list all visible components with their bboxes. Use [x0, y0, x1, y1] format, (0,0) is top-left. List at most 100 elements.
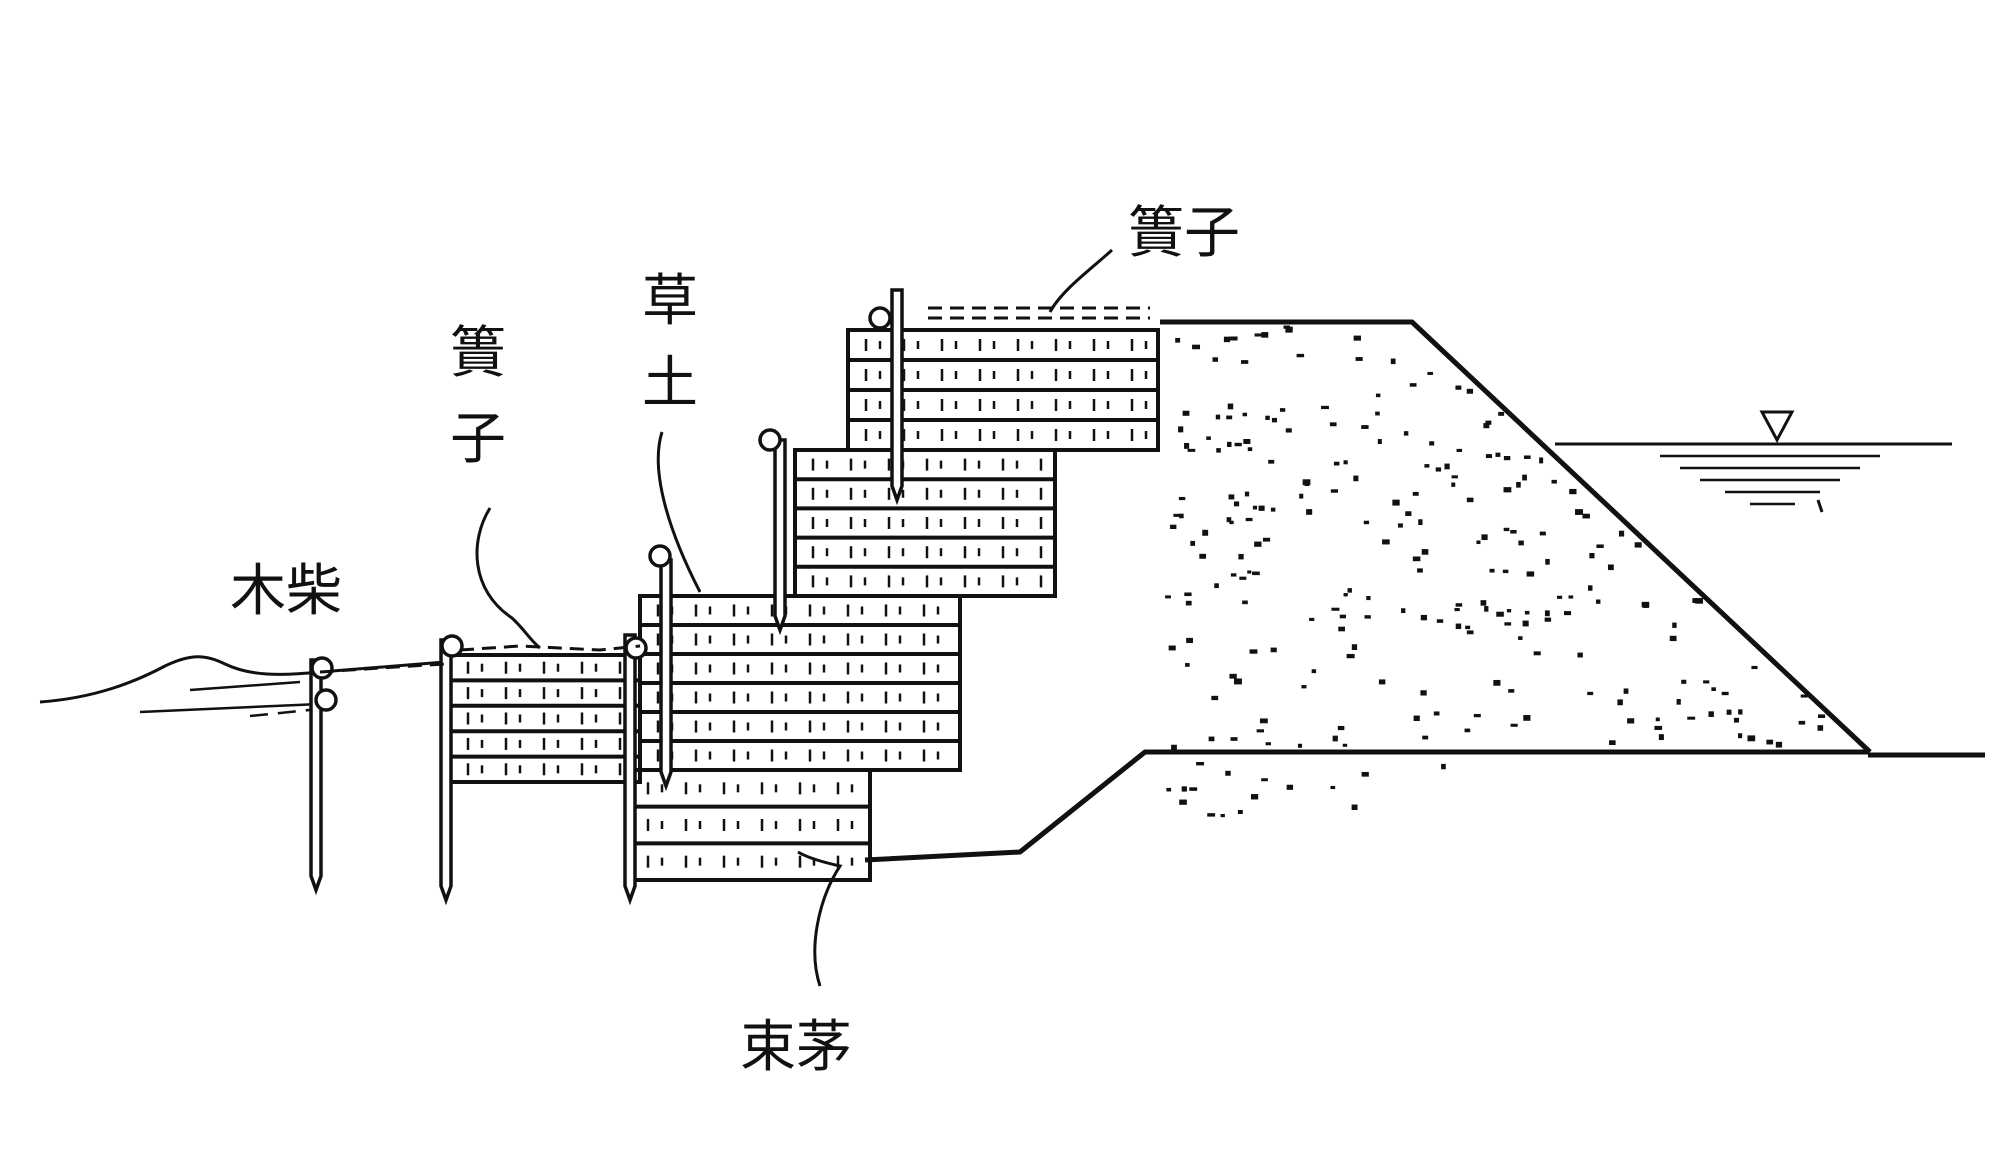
- stipple-dot: [1243, 439, 1251, 444]
- label-cao: 草: [642, 269, 698, 334]
- stipple-dot: [1401, 608, 1406, 614]
- leader-cao-tu: [656, 431, 702, 593]
- stipple-dot: [1577, 652, 1583, 658]
- stipple-dot: [1171, 744, 1177, 750]
- stipple-dot: [1672, 622, 1677, 628]
- stipple-dot: [1623, 688, 1629, 694]
- stipple-dot: [1412, 491, 1419, 496]
- stipple-dot: [1747, 735, 1756, 742]
- stipple-dot: [1464, 728, 1471, 733]
- stipple-dot: [1342, 743, 1348, 747]
- stipple-dot: [1223, 336, 1231, 343]
- stipple-dot: [1516, 481, 1521, 488]
- label-shumao: 束茅: [740, 1015, 852, 1080]
- stipple-dot: [1377, 439, 1382, 445]
- stipple-dot: [1234, 442, 1242, 447]
- stipple-dot: [1495, 452, 1501, 457]
- stipple-dot: [1351, 644, 1358, 650]
- stipple-dot: [1800, 694, 1808, 698]
- stipple-dot: [1607, 564, 1614, 571]
- stipple-dot: [1544, 617, 1552, 622]
- stipple-dot: [1503, 487, 1512, 493]
- stipple-dot: [1412, 556, 1421, 562]
- log-cap: [314, 688, 338, 712]
- stipple-dot: [1309, 617, 1315, 621]
- stipple-dot: [1331, 607, 1340, 611]
- stipple-dot: [1473, 713, 1481, 718]
- stipple-dot: [1330, 785, 1336, 790]
- stipple-dot: [1178, 496, 1186, 501]
- stipple-dot: [1733, 717, 1740, 723]
- stipple-dot: [1268, 459, 1275, 464]
- stipple-dot: [1564, 611, 1572, 616]
- stipple-dot: [1510, 723, 1518, 727]
- log-cap: [310, 656, 334, 680]
- label-tu: 土: [642, 351, 698, 416]
- stipple-dot: [1568, 595, 1574, 599]
- stipple-dot: [1175, 337, 1181, 343]
- stipple-dot: [1436, 619, 1444, 623]
- stipple-dot: [1261, 332, 1269, 338]
- stipple-dot: [1726, 709, 1732, 715]
- stipple-dot: [1595, 599, 1601, 604]
- stipple-dot: [1818, 714, 1826, 718]
- stipple-dot: [1569, 488, 1577, 495]
- stipple-dot: [1502, 569, 1509, 574]
- stipple-dot: [1338, 626, 1345, 632]
- stipple-dot: [1245, 517, 1253, 522]
- stipple-dot: [1454, 608, 1460, 612]
- stipple-dot: [1587, 691, 1594, 696]
- brush-terraces: [448, 328, 1160, 882]
- stipple-dot: [1503, 527, 1510, 532]
- stipple-dot: [1658, 734, 1664, 741]
- stipple-dot: [1214, 583, 1219, 589]
- stipple-dot: [1226, 415, 1233, 420]
- stipple-dot: [1413, 715, 1420, 722]
- stipple-dot: [1346, 653, 1355, 659]
- stipple-dot: [1329, 422, 1337, 427]
- stipple-dot: [1444, 463, 1450, 470]
- stipple-dot: [1192, 344, 1201, 350]
- stipple-dot: [1433, 711, 1440, 716]
- stipple-dot: [1215, 414, 1221, 420]
- stipple-dot: [1208, 736, 1215, 742]
- stipple-dot: [1510, 529, 1517, 534]
- log-cap: [440, 634, 464, 658]
- stipple-dot: [1178, 426, 1184, 433]
- stipple-dot: [1429, 441, 1435, 446]
- stipple-dot: [1687, 716, 1696, 720]
- stipple-dot: [1451, 475, 1458, 479]
- stipple-dot: [1405, 511, 1412, 516]
- stipple-dot: [1361, 425, 1369, 429]
- stipple-dot: [1523, 455, 1531, 459]
- stipple-dot: [1506, 609, 1512, 613]
- stipple-dot: [1228, 494, 1235, 500]
- stipple-dot: [1364, 615, 1371, 619]
- stipple-dot: [1721, 691, 1729, 696]
- stipple-dot: [1173, 513, 1181, 517]
- stipple-dot: [1608, 740, 1616, 745]
- stipple-dot: [1751, 665, 1758, 670]
- stipple-dot: [1258, 505, 1265, 511]
- stipple-dot: [1485, 454, 1493, 459]
- stipple-dot: [1166, 787, 1172, 792]
- stipple-dot: [1297, 743, 1303, 748]
- stipple-dot: [1523, 715, 1531, 721]
- stipple-dot: [1179, 799, 1187, 805]
- stipple-dot: [1234, 678, 1242, 685]
- stipple-dot: [1518, 636, 1523, 640]
- stipple-dot: [1524, 610, 1530, 615]
- label-left-zi: 子: [450, 407, 506, 472]
- stipple-dot: [1421, 549, 1429, 555]
- stipple-dot: [1409, 383, 1417, 387]
- mats: [319, 306, 1150, 674]
- stipple-dot: [1456, 448, 1463, 452]
- stake: [659, 558, 673, 792]
- lower-bench-line: [864, 749, 1868, 863]
- log-cap: [624, 636, 648, 660]
- stipple-dot: [1544, 610, 1550, 617]
- stipple-dot: [1692, 598, 1698, 603]
- stipple-dot: [1466, 497, 1474, 503]
- stipple-dot: [1182, 410, 1190, 416]
